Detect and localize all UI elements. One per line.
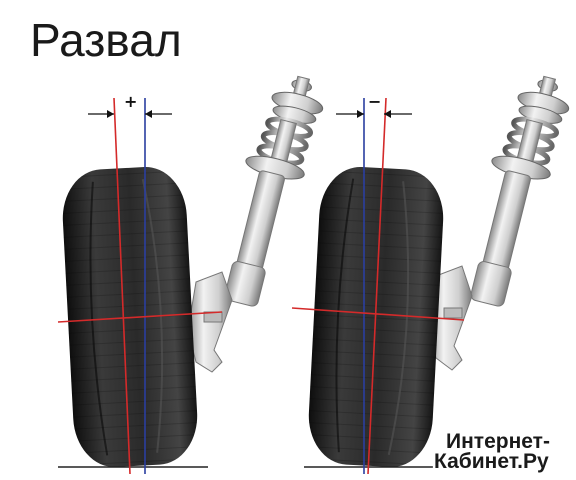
left-axle-line — [57, 311, 223, 323]
left-camber-sign: + — [124, 92, 137, 111]
left-assembly: + — [57, 75, 324, 475]
right-dimension — [336, 110, 412, 118]
left-camber-line — [113, 97, 131, 475]
right-strut — [470, 75, 570, 307]
svg-text:Интернет-: Интернет- — [446, 430, 550, 453]
watermark: Интернет- Интернет- Кабинет.Ру Кабинет.Р… — [432, 428, 553, 476]
right-axle-line — [291, 307, 465, 321]
svg-text:Кабинет.Ру: Кабинет.Ру — [434, 450, 549, 473]
watermark-line1: Интернет- — [446, 430, 550, 453]
page-title: Развал — [30, 14, 182, 66]
right-camber-sign: − — [368, 92, 381, 111]
watermark-line2: Кабинет.Ру — [434, 450, 549, 473]
right-assembly: − — [291, 75, 570, 475]
left-dimension — [88, 110, 172, 118]
right-camber-line — [367, 97, 387, 475]
left-strut — [224, 75, 324, 307]
